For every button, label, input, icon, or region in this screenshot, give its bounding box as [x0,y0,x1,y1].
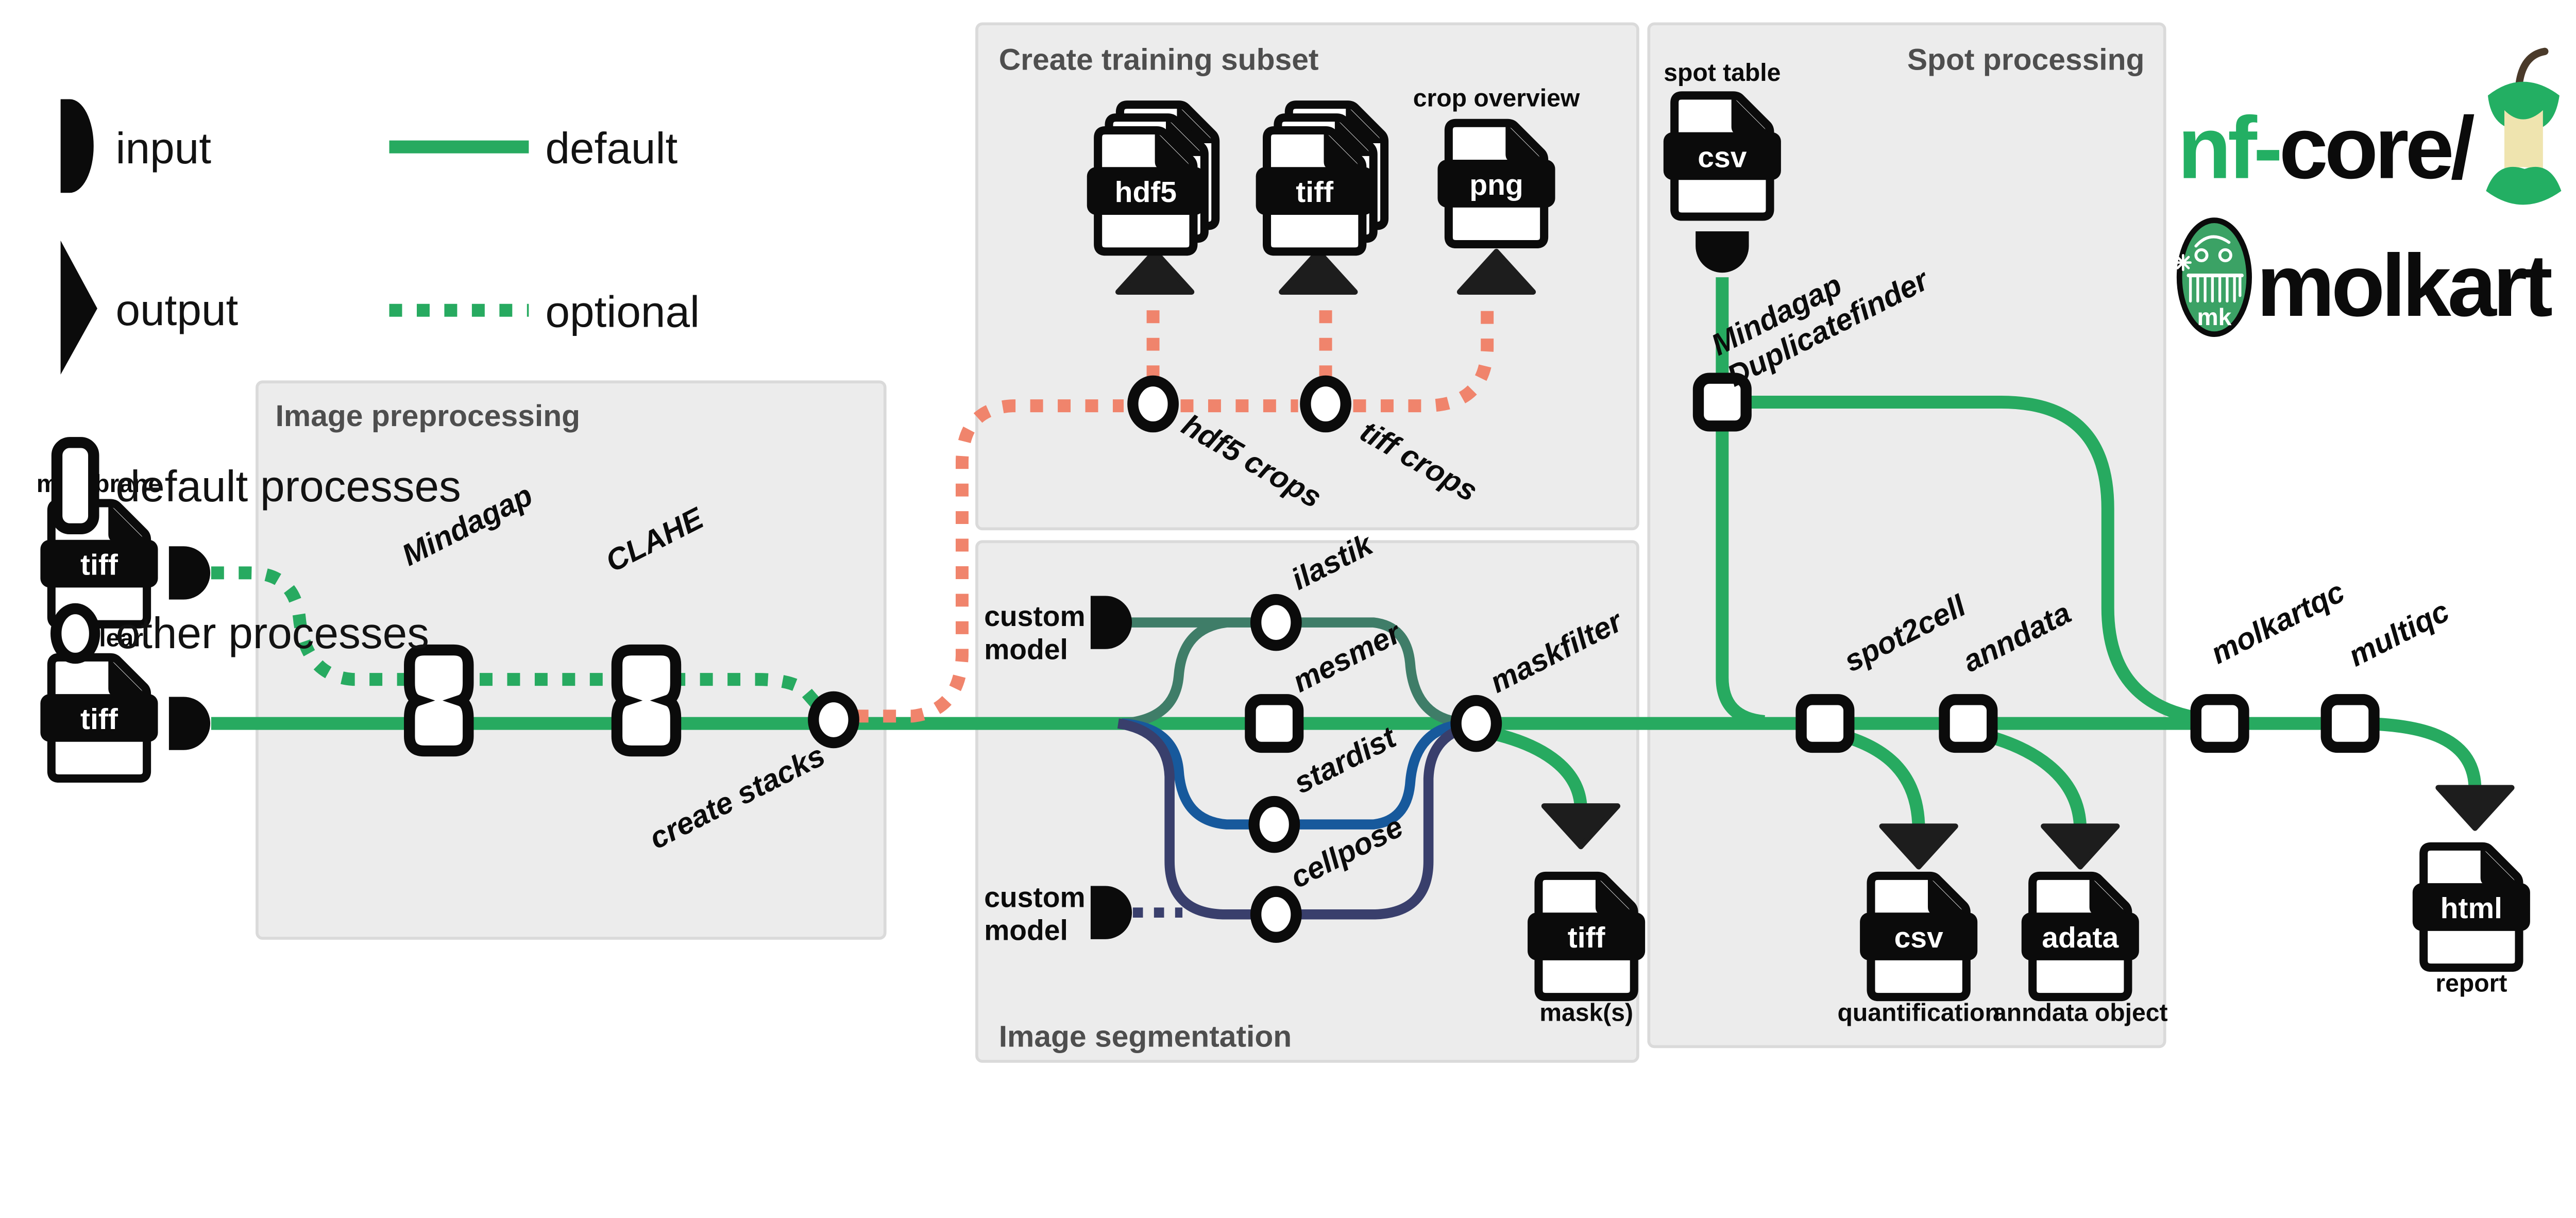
molkart-badge-art [2174,235,2244,303]
maskfilter-node [1450,695,1502,752]
output-icon [60,240,97,375]
legend-default-label: default [545,124,677,173]
logo-core: core/ [2279,99,2475,197]
legend-other-processes-label: other processes [116,609,429,658]
cellpose-line [1117,718,1478,920]
membrane-file-icon: tiff membrane [37,470,162,624]
ilastik-line [1131,617,1458,727]
logo-title: nf-core/ [2178,99,2475,197]
input-icon [60,99,94,193]
custom-model-bottom-line1: custom [984,882,1085,914]
optional-membrane-line [211,566,826,713]
mindagap-node [410,650,468,751]
training-title: Create training subset [999,43,1319,76]
report-file-icon: html report [2412,847,2530,997]
duplicatefinder-node [1692,373,1752,432]
report-ext: html [2441,892,2502,925]
legend-output-label: output [116,286,239,335]
custom-model-bottom-label: custom model [984,882,1093,946]
hdf5-output-arrow-icon [1115,248,1195,295]
spot-title: Spot processing [1907,43,2145,76]
quantification-caption: quantification [1837,999,1999,1026]
png-ext: png [1469,168,1523,201]
quantification-output-arrow-icon [1879,823,1958,870]
custom-model-top-line1: custom [984,600,1085,632]
segmentation-title: Image segmentation [999,1020,1292,1053]
masks-ext: tiff [1568,921,1606,954]
logo-nf: nf- [2178,99,2280,197]
anndata-output-arrow-icon [2041,823,2120,870]
ilastik-branch-line [1121,617,1228,729]
nuclear-input-icon [168,697,211,750]
other-process-icon [50,603,100,664]
membrane-ext: tiff [80,548,118,581]
cellpose-node [1250,886,1302,943]
preprocessing-title: Image preprocessing [276,399,580,433]
anndata-object-caption: anndata object [1993,999,2168,1026]
logo-badge-label: mk [2197,303,2231,330]
clahe-node [617,650,675,751]
nuclear-ext: tiff [80,703,118,736]
nf-core-molkart-logo: nf-core/ mk molkart [2174,47,2562,337]
legend-optional-label: optional [545,287,700,336]
multiqc-label: multiqc [2343,595,2454,673]
png-file-icon: png crop overview [1413,84,1580,244]
report-caption: report [2435,969,2507,997]
training-line-png [1353,299,1494,413]
hdf5-stack-file-icon: hdf5 [1087,105,1215,251]
hdf5-ext: hdf5 [1115,176,1177,209]
custom-model-bottom-line2: model [984,915,1068,946]
membrane-input-icon [168,546,211,600]
custom-model-top-line2: model [984,633,1068,665]
anndata-object-file-icon: adata anndata object [1993,876,2168,1026]
tiff-crops-node [1300,375,1351,433]
tiff-stack-file-icon: tiff [1256,105,1384,251]
tiff-crops-output-arrow-icon [1279,248,1358,295]
apple-core-icon [2486,47,2562,205]
quantification-file-icon: csv quantification [1837,876,2000,1026]
spot-table-ext: csv [1698,141,1747,174]
anndata-node [1939,694,1998,753]
ilastik-node [1250,594,1302,651]
legend-input-label: input [116,124,212,173]
png-caption: crop overview [1413,84,1580,112]
molkartqc-node [2190,694,2249,753]
preprocessing-box [256,380,887,940]
molkartqc-label: molkartqc [2206,575,2350,670]
create-stacks-node [808,691,859,749]
masks-caption: mask(s) [1539,999,1633,1026]
masks-output-arrow-icon [1541,803,1621,850]
spot-table-caption: spot table [1664,59,1781,87]
duplicatefinder-down-line [1716,428,1766,728]
legend: input output default processes other pro… [50,99,700,664]
legend-default-processes-label: default processes [116,462,461,511]
default-process-icon [51,437,99,535]
quantification-ext: csv [1894,921,1943,954]
stardist-node [1248,796,1300,853]
mesmer-node [1245,694,1304,753]
duplicatefinder-bypass-line [1748,395,2212,726]
png-output-arrow-icon [1456,248,1536,295]
pipeline-diagram: Image preprocessing Create training subs… [37,22,2562,1063]
logo-name: molkart [2257,236,2552,335]
segmentation-box [975,540,1639,1063]
masks-file-icon: tiff mask(s) [1528,876,1646,1026]
spot-box [1647,22,2166,1048]
custom-model-top-label: custom model [984,600,1093,665]
report-output-arrow-icon [2435,785,2515,831]
tiff-stack-ext: tiff [1296,176,1334,209]
spot2cell-node [1795,694,1855,753]
hdf5-crops-node [1127,375,1179,433]
maskfilter-out-line [1479,724,1587,810]
multiqc-node [2320,694,2380,753]
stardist-line [1121,718,1458,830]
anndata-object-ext: adata [2042,921,2119,954]
spot-table-file-icon: csv spot table [1663,59,1781,217]
